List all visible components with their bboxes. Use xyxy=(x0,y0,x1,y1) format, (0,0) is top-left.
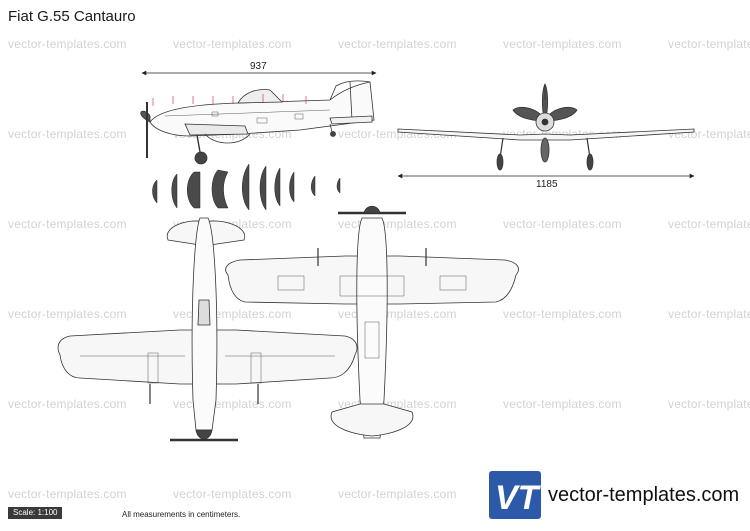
vt-logo-icon: VT xyxy=(489,471,541,519)
watermark-text: vector-templates.com xyxy=(173,37,292,51)
watermark-text: vector-templates.com xyxy=(503,397,622,411)
watermark-text: vector-templates.com xyxy=(668,37,750,51)
watermark-text: vector-templates.com xyxy=(503,217,622,231)
watermark-text: vector-templates.com xyxy=(668,397,750,411)
watermark-row: vector-templates.com vector-templates.com… xyxy=(0,37,750,51)
watermark-text: vector-templates.com xyxy=(8,127,127,141)
logo-text: VT xyxy=(495,479,541,517)
wingspan-dimension: 1185 xyxy=(397,173,695,190)
watermark-text: vector-templates.com xyxy=(8,307,127,321)
measurement-note: All measurements in centimeters. xyxy=(122,510,241,519)
watermark-text: vector-templates.com xyxy=(8,397,127,411)
watermark-text: vector-templates.com xyxy=(503,307,622,321)
side-view xyxy=(140,80,375,165)
brand-site-link[interactable]: vector-templates.com xyxy=(548,484,740,506)
top-view xyxy=(57,217,358,442)
watermark-text: vector-templates.com xyxy=(8,37,127,51)
watermark-text: vector-templates.com xyxy=(8,487,127,501)
fuselage-cross-sections xyxy=(152,163,341,211)
bottom-view xyxy=(225,205,519,439)
watermark-text: vector-templates.com xyxy=(668,217,750,231)
watermark-text: vector-templates.com xyxy=(668,307,750,321)
page-title: Fiat G.55 Cantauro xyxy=(8,8,136,25)
wingspan-dimension-label: 1185 xyxy=(536,179,558,190)
length-dimension: 937 xyxy=(141,61,377,76)
scale-label: Scale: 1:100 xyxy=(8,507,63,519)
watermark-row: vector-templates.com vector-templates.com… xyxy=(0,487,750,501)
length-dimension-label: 937 xyxy=(250,61,267,72)
front-view xyxy=(397,83,695,171)
watermark-text: vector-templates.com xyxy=(338,487,457,501)
watermark-text: vector-templates.com xyxy=(503,37,622,51)
watermark-text: vector-templates.com xyxy=(338,37,457,51)
section-markers xyxy=(152,94,307,106)
watermark-text: vector-templates.com xyxy=(8,217,127,231)
watermark-text: vector-templates.com xyxy=(173,487,292,501)
